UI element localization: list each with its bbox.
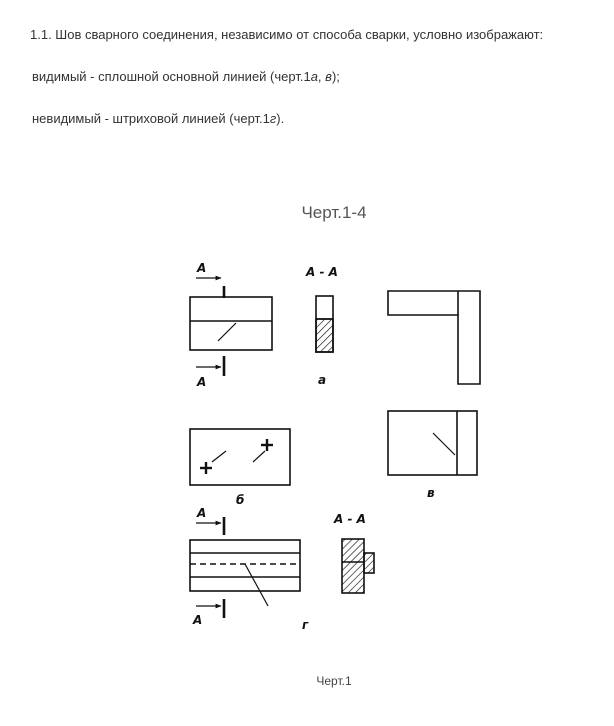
label-section-a: А - А xyxy=(305,265,338,279)
label-g-a-top: А xyxy=(196,506,206,520)
fig-g-plate xyxy=(189,517,301,618)
p2-ref-a: а xyxy=(310,69,318,84)
p2-prefix: видимый - сплошной основной линией (черт… xyxy=(32,69,311,84)
label-fig-g: г xyxy=(302,618,309,632)
p3-suffix: ). xyxy=(276,111,285,126)
fig-v-tee xyxy=(387,410,478,476)
paragraph-hidden-seam: невидимый - штриховой линией (черт.1г). xyxy=(32,111,284,127)
p3-ref-g: г xyxy=(269,111,277,126)
label-fig-a: а xyxy=(318,373,326,387)
label-a-top: А xyxy=(196,261,206,275)
label-section-g: А - А xyxy=(333,512,366,526)
label-g-a-bottom: А xyxy=(192,613,202,627)
paragraph-1: 1.1. Шов сварного соединения, независимо… xyxy=(30,27,544,42)
p2-suffix: ); xyxy=(331,69,340,84)
fig-a-plate xyxy=(189,275,273,376)
figure-caption: Черт.1 xyxy=(316,674,352,688)
label-fig-v: в xyxy=(427,486,435,500)
figure-heading: Черт.1-4 xyxy=(301,203,367,222)
fig-b-plate xyxy=(189,428,291,486)
p3-prefix: невидимый - штриховой линией (черт.1 xyxy=(32,111,270,126)
p2-ref-v: в xyxy=(325,69,332,84)
fig-a-section xyxy=(315,295,334,353)
fig-g-section xyxy=(341,538,375,594)
p2-sep: , xyxy=(317,69,326,84)
label-fig-b: б xyxy=(236,493,244,507)
label-a-bottom: А xyxy=(196,375,206,389)
fig-v-corner xyxy=(387,290,481,385)
paragraph-visible-seam: видимый - сплошной основной линией (черт… xyxy=(32,69,340,85)
